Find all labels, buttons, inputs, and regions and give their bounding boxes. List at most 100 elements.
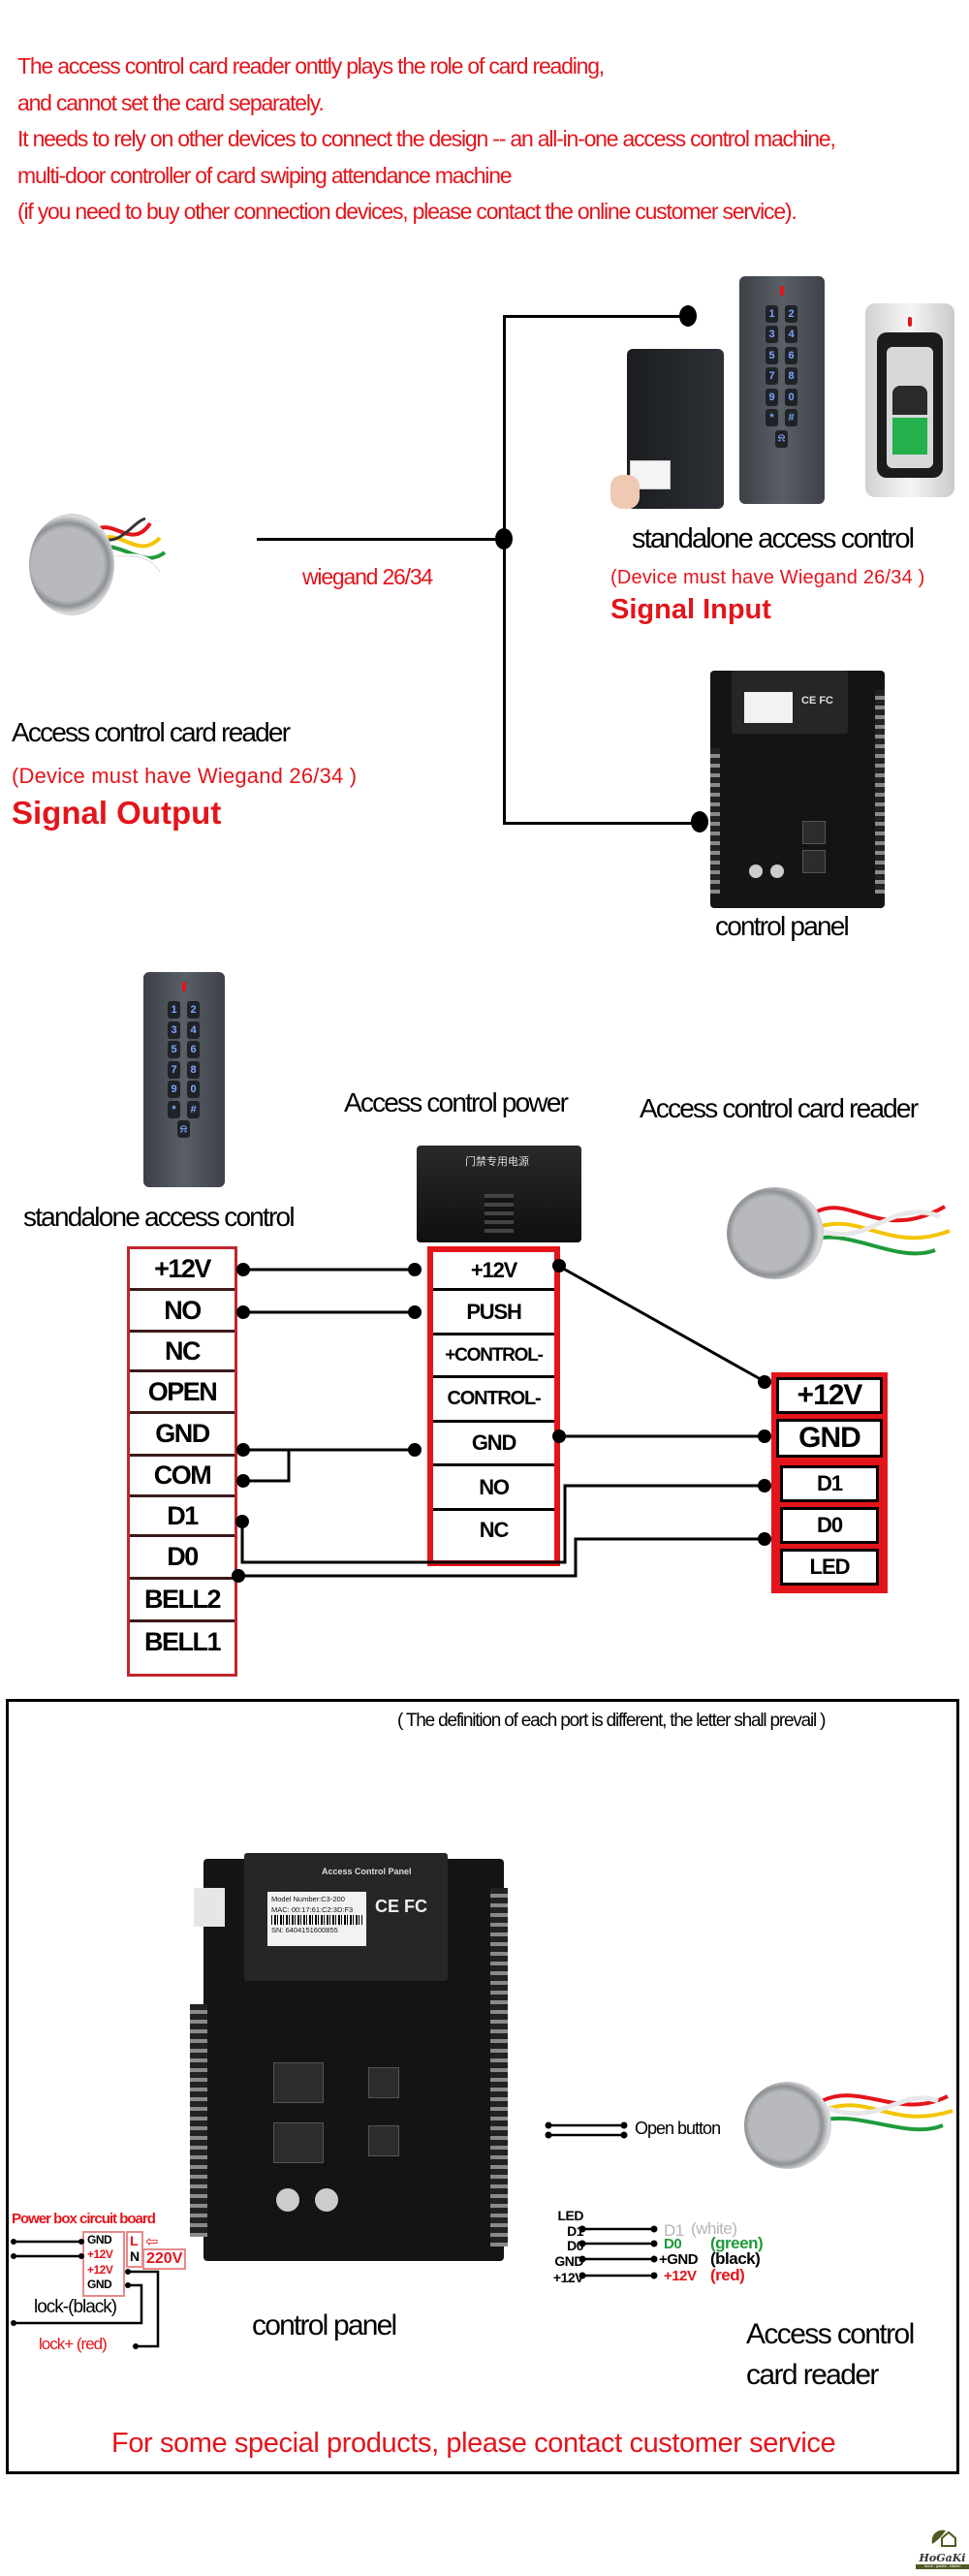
reader-wire-color: (green) bbox=[710, 2234, 764, 2252]
brand-logo: HoGaKi Home - garden - kitchen bbox=[916, 2527, 969, 2573]
reader-note: (Device must have Wiegand 26/34 ) bbox=[12, 764, 358, 788]
wire-dot bbox=[236, 1474, 250, 1488]
wire-dot bbox=[408, 1443, 422, 1457]
standalone-terminal: D0 bbox=[130, 1537, 234, 1580]
power-terminal: NO bbox=[433, 1466, 554, 1511]
terminal-strip bbox=[490, 1888, 508, 2246]
chip bbox=[802, 850, 826, 873]
keypad-key: 0 bbox=[785, 388, 797, 406]
wire-dot bbox=[552, 1259, 566, 1272]
power-terminal: PUSH bbox=[433, 1291, 554, 1335]
wire-dot bbox=[408, 1263, 422, 1276]
relay bbox=[273, 2062, 324, 2103]
keypad-key: # bbox=[785, 409, 797, 427]
cert-marks: CE FC bbox=[801, 695, 833, 707]
wiegand-wire bbox=[257, 538, 504, 541]
standalone-terminal: NO bbox=[130, 1291, 234, 1333]
keypad-key: 5 bbox=[766, 346, 778, 364]
wire-dot bbox=[758, 1429, 771, 1443]
branch-bottom-wire bbox=[503, 822, 697, 825]
mains-voltage: 220V bbox=[142, 2248, 187, 2270]
reader-wire-pin: D0 bbox=[664, 2236, 682, 2252]
wire-dot bbox=[408, 1305, 422, 1319]
reader-terminal: D0 bbox=[780, 1507, 879, 1544]
power-terminal: +12V bbox=[433, 1252, 554, 1291]
signal-output-label: Signal Output bbox=[12, 795, 222, 831]
bus-vertical-wire bbox=[503, 315, 506, 824]
panel-cover: CE FC bbox=[732, 671, 848, 734]
vent bbox=[484, 1194, 514, 1233]
standalone-title: standalone access control bbox=[23, 1202, 296, 1232]
neutral-label: N bbox=[130, 2248, 140, 2264]
chip bbox=[368, 2125, 399, 2156]
keypad-key: 7 bbox=[168, 1060, 180, 1079]
sticker-model: Model Number:C3-200 bbox=[271, 1895, 345, 1903]
open-button-lines bbox=[545, 2121, 628, 2139]
keypad-key: 9 bbox=[766, 388, 778, 406]
card-reader-puck bbox=[744, 2082, 831, 2169]
port-definition-note: ( The definition of each port is differe… bbox=[397, 1711, 826, 1731]
standalone-terminal: COM bbox=[130, 1457, 234, 1497]
reader-wire-lines bbox=[578, 2225, 658, 2279]
intro-line: It needs to rely on other devices to con… bbox=[17, 126, 836, 151]
lock-plus-label: lock+ (red) bbox=[39, 2335, 108, 2353]
standalone-terminal: +12V bbox=[130, 1249, 234, 1291]
wire-dot bbox=[235, 1515, 249, 1528]
reader-wire-color: (white) bbox=[691, 2219, 737, 2238]
cert-marks: CE FC bbox=[375, 1897, 427, 1916]
keypad-key: 7 bbox=[766, 367, 778, 386]
access-card bbox=[630, 460, 671, 489]
wire-dot bbox=[758, 1479, 771, 1492]
card-reader-image bbox=[24, 504, 170, 630]
wire-dot bbox=[236, 1305, 250, 1319]
lock-minus-label: lock-(black) bbox=[34, 2297, 117, 2317]
sticker-mac: MAC: 00:17:61:C2:3D:F3 bbox=[271, 1905, 354, 1914]
standalone-terminal: D1 bbox=[130, 1497, 234, 1537]
wire-d0 bbox=[238, 1537, 766, 1578]
control-panel-image: Access Control Panel Model Number:C3-200… bbox=[190, 1853, 508, 2261]
keypad-key: 1 bbox=[168, 1001, 180, 1019]
reader-title-line2: card reader bbox=[746, 2359, 879, 2391]
pb-terminal: +12V bbox=[87, 2263, 113, 2277]
keypad-key: 0 bbox=[187, 1081, 200, 1099]
panel-port-label: GND bbox=[554, 2253, 583, 2269]
wire-dot bbox=[758, 1532, 771, 1546]
standalone-terminal: NC bbox=[130, 1333, 234, 1372]
status-led bbox=[182, 982, 186, 991]
standalone-terminal: BELL2 bbox=[130, 1580, 234, 1622]
keypad-key: 1 bbox=[766, 305, 778, 323]
sticker-sn: SN: 6404151600855 bbox=[271, 1926, 338, 1934]
power-terminal: +CONTROL- bbox=[433, 1335, 554, 1378]
wire-dot bbox=[758, 1375, 771, 1389]
intro-line: multi-door controller of card swiping at… bbox=[17, 162, 513, 188]
power-box-terminals: GND +12V +12V GND bbox=[82, 2231, 125, 2297]
keypad-key: 3 bbox=[766, 326, 778, 344]
panel-wiring-frame bbox=[6, 1699, 959, 2474]
pb-terminal: GND bbox=[87, 2233, 112, 2246]
house-leaf-icon bbox=[931, 2529, 956, 2547]
ethernet-port bbox=[194, 1888, 225, 1927]
intro-line: The access control card reader onttly pl… bbox=[17, 53, 605, 79]
status-led bbox=[780, 286, 784, 296]
hand bbox=[610, 475, 640, 509]
reader-terminal: LED bbox=[780, 1549, 879, 1586]
brand-name: HoGaKi bbox=[919, 2552, 966, 2564]
keypad-key: 2 bbox=[785, 305, 797, 323]
reader-terminal: GND bbox=[776, 1419, 883, 1458]
card-reader-wires-icon bbox=[821, 2093, 953, 2132]
keypad-key: 6 bbox=[187, 1041, 200, 1059]
wire-d1 bbox=[240, 1484, 766, 1564]
keypad-key: 8 bbox=[785, 367, 797, 386]
footer-note: For some special products, please contac… bbox=[111, 2428, 836, 2459]
brand-tagline: Home - garden - kitchen bbox=[916, 2564, 969, 2569]
reader-wire-color: (red) bbox=[710, 2266, 745, 2284]
panel-cover-label: Access Control Panel bbox=[322, 1867, 412, 1876]
keypad-key: 3 bbox=[168, 1021, 180, 1039]
intro-line: and cannot set the card separately. bbox=[17, 89, 325, 115]
pb-terminal: GND bbox=[87, 2278, 112, 2291]
chip bbox=[802, 821, 826, 844]
panel-port-label: +12V bbox=[552, 2270, 584, 2285]
reader-wire-pin: +12V bbox=[664, 2268, 697, 2284]
card-reader-image bbox=[722, 1187, 954, 1294]
capacitor bbox=[770, 864, 784, 878]
